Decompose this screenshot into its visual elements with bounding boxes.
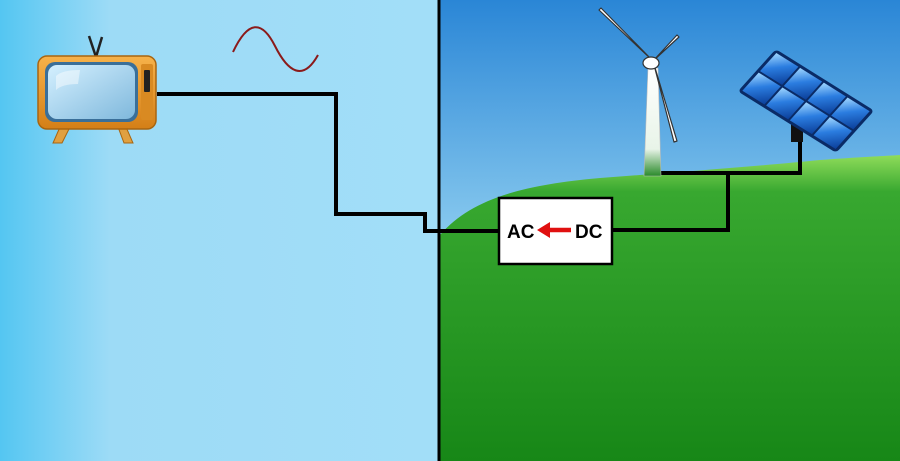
arrow-left-icon — [537, 222, 571, 238]
dc-label: DC — [575, 222, 603, 243]
wind-turbine-icon — [598, 7, 680, 177]
wire-tv-to-converter — [157, 92, 500, 233]
solar-panel-icon — [739, 50, 873, 152]
ac-label: AC — [507, 222, 535, 243]
converter-box: AC DC — [497, 196, 614, 266]
sine-wave-icon — [232, 26, 319, 72]
tv-icon — [37, 35, 157, 144]
